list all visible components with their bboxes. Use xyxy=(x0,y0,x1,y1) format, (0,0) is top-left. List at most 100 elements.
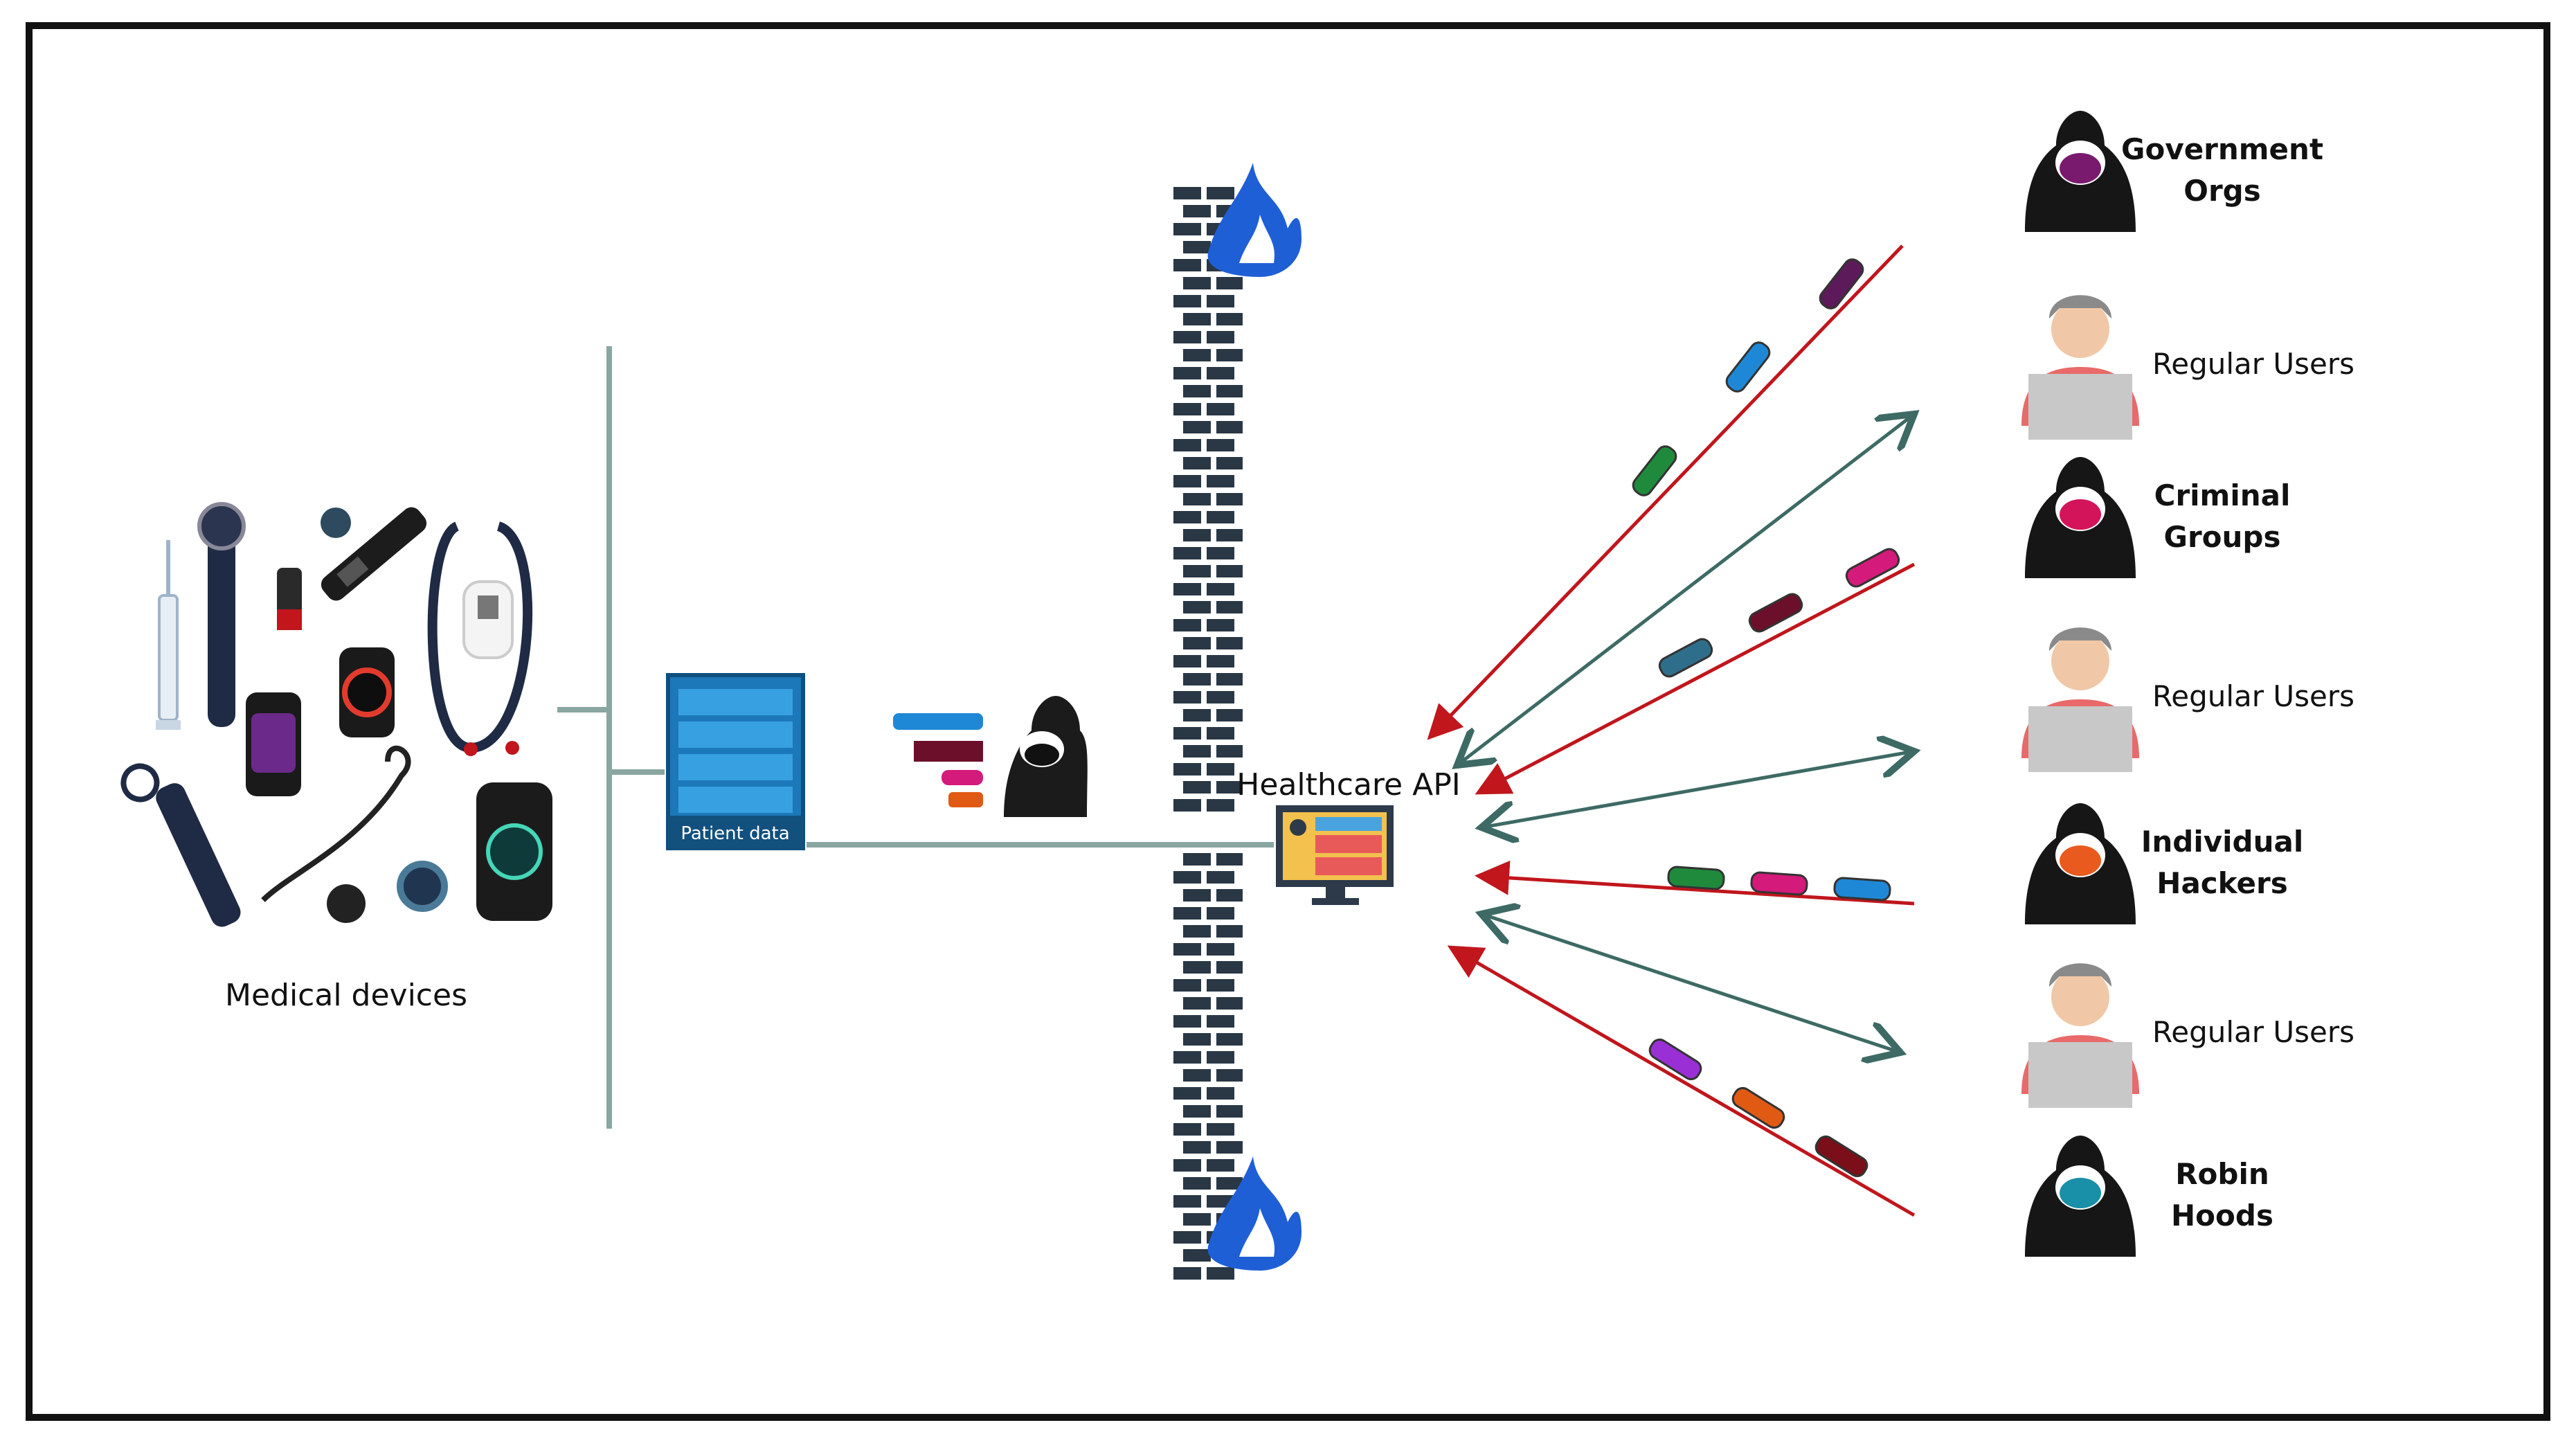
attack-payload-icon xyxy=(1750,871,1808,896)
attack-payloads xyxy=(1632,258,1900,1178)
firewall-brick xyxy=(1173,295,1201,307)
firewall-brick xyxy=(1173,943,1201,956)
firewall-brick xyxy=(1216,421,1243,433)
inside-attacker-icon xyxy=(1004,696,1088,817)
attack-payload-icon xyxy=(1648,1038,1702,1081)
firewall-brick xyxy=(1173,187,1201,199)
attack-payload-icon xyxy=(1819,258,1864,310)
firewall-brick xyxy=(1216,709,1243,722)
firewall-brick xyxy=(1207,331,1234,343)
attack-payload-icon xyxy=(1725,341,1771,393)
firewall-brick xyxy=(1216,853,1243,866)
medical-devices-group: Medical devices xyxy=(120,502,552,1013)
medical-devices-label: Medical devices xyxy=(225,978,467,1013)
firewall-brick xyxy=(1216,1141,1243,1154)
traffic-arrowhead xyxy=(1481,914,1900,1052)
firewall-brick xyxy=(1216,745,1243,758)
firewall-brick xyxy=(1183,241,1211,253)
attack-payload-icon xyxy=(1845,548,1900,588)
hooded-hacker-icon xyxy=(2025,1136,2136,1257)
firewall-brick xyxy=(1207,1015,1234,1028)
diagram-frame xyxy=(26,22,2550,1421)
attack-payload-icon xyxy=(1814,1135,1868,1178)
firewall-brick xyxy=(1173,655,1201,667)
traffic-arrowhead xyxy=(1457,414,1914,765)
firewall-brick xyxy=(1216,961,1243,974)
actor-name-line2: Orgs xyxy=(2183,174,2260,208)
firewall-brick xyxy=(1207,1123,1234,1136)
firewall-brick xyxy=(1216,277,1243,289)
attack-payload-icon xyxy=(1748,593,1803,633)
firewall-brick xyxy=(1183,673,1211,685)
firewall-brick xyxy=(1207,439,1234,451)
traffic-arrowhead xyxy=(1481,751,1914,827)
user-at-laptop-icon xyxy=(2021,295,2139,440)
healthcare-api-label: Healthcare API xyxy=(1236,767,1460,803)
firewall-brick xyxy=(1183,637,1211,649)
firewall-brick xyxy=(1183,205,1211,217)
firewall-brick xyxy=(1207,1087,1234,1100)
actor-name: Regular Users xyxy=(2152,679,2354,713)
actor-name-line1: Robin xyxy=(2175,1157,2269,1191)
firewall-brick xyxy=(1216,457,1243,469)
firewall-brick xyxy=(1173,907,1201,920)
firewall-brick xyxy=(1207,547,1234,559)
firewall-brick xyxy=(1173,511,1201,523)
firewall-brick xyxy=(1173,1195,1201,1208)
firewall-brick xyxy=(1173,1267,1201,1280)
firewall-brick xyxy=(1207,979,1234,992)
firewall-brick xyxy=(1216,385,1243,397)
firewall-brick xyxy=(1183,889,1211,902)
user-at-laptop-icon xyxy=(2021,963,2139,1108)
firewall-brick xyxy=(1183,925,1211,938)
inside-payloads xyxy=(893,713,983,807)
actor-name-line1: Criminal xyxy=(2154,478,2291,512)
firewall-brick xyxy=(1207,187,1234,199)
firewall-brick xyxy=(1207,403,1234,415)
ring-sensor-icon xyxy=(397,861,448,912)
firewall-brick xyxy=(1173,1159,1201,1172)
firewall-brick xyxy=(1183,349,1211,361)
flame-top-icon xyxy=(1207,163,1301,277)
firewall-brick xyxy=(1183,1249,1211,1262)
watch-band-icon xyxy=(197,502,246,727)
firewall-brick xyxy=(1173,1051,1201,1064)
firewall-brick xyxy=(1183,1069,1211,1082)
firewall-brick xyxy=(1183,1033,1211,1046)
traffic-arrow xyxy=(1481,912,1900,1052)
firewall-brick xyxy=(1216,313,1243,325)
firewall-brick xyxy=(1183,457,1211,469)
firewall-brick xyxy=(1183,709,1211,722)
firewall-brick xyxy=(1207,295,1234,307)
hooded-hacker-icon xyxy=(2025,803,2136,924)
cable-icon xyxy=(261,745,411,902)
firewall-brick xyxy=(1207,367,1234,379)
handheld-device-icon xyxy=(120,763,241,927)
actor-name-line2: Hackers xyxy=(2156,866,2287,900)
regular-user: Regular Users xyxy=(2021,627,2354,772)
connection-arrows xyxy=(1427,244,1914,1217)
actor-name: Regular Users xyxy=(2152,1015,2354,1049)
syringe-icon xyxy=(156,540,181,730)
firewall-brick xyxy=(1173,1015,1201,1028)
firewall-brick xyxy=(1173,763,1201,776)
firewall-brick xyxy=(1216,1105,1243,1118)
firewall-brick xyxy=(1183,1177,1211,1190)
firewall-brick xyxy=(1216,1069,1243,1082)
firewall-brick xyxy=(1207,583,1234,595)
attack-payload-icon xyxy=(1658,638,1713,678)
firewall-brick xyxy=(1183,493,1211,505)
firewall-brick xyxy=(1183,853,1211,866)
regular-user: Regular Users xyxy=(2021,295,2354,440)
firewall-brick xyxy=(1207,1159,1234,1172)
firewall-brick xyxy=(1173,403,1201,415)
large-smartwatch-icon xyxy=(476,782,552,921)
firewall-brick xyxy=(1216,349,1243,361)
firewall-brick xyxy=(1183,529,1211,541)
firewall-brick xyxy=(1173,547,1201,559)
firewall-brick xyxy=(1183,601,1211,613)
firewall-brick xyxy=(1173,799,1201,812)
